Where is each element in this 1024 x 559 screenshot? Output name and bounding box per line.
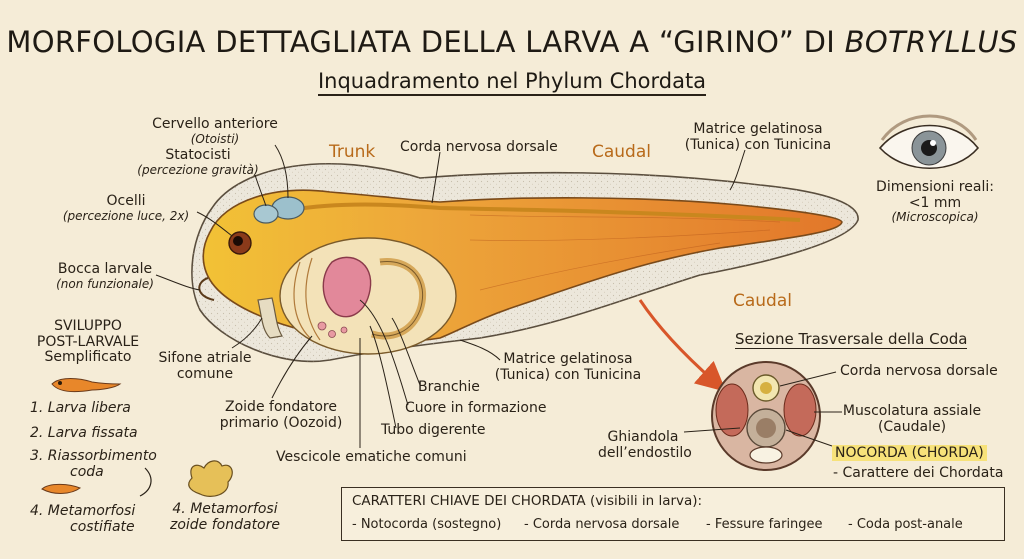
cs-label-muscolatura: Muscolatura assiale (Caudale) (842, 403, 982, 435)
dev-step-4-extra: costifiate (70, 519, 135, 535)
dev-step-1: 1. Larva libera (30, 400, 131, 416)
page-title: MORFOLOGIA DETTAGLIATA DELLA LARVA A “GI… (6, 25, 1018, 59)
cross-section-leaders (683, 371, 842, 447)
label-statocisti: Statocisti (percezione gravità) (137, 147, 259, 177)
cross-section-arrow (638, 299, 727, 392)
section-caudal-bottom: Caudal (733, 291, 792, 311)
key-traits-title: CARATTERI CHIAVE DEI CHORDATA (visibili … (352, 493, 703, 509)
dev-larva-icon (51, 378, 122, 393)
key-trait-4: - Coda post-anale (848, 517, 963, 532)
label-cervello: Cervello anteriore (Otoisti) (152, 116, 278, 146)
key-trait-3: - Fessure faringee (706, 517, 823, 532)
larval-mouth (198, 277, 215, 301)
dorsal-nerve-cord (289, 202, 801, 222)
key-trait-2: - Corda nervosa dorsale (524, 517, 680, 532)
dev-step-4b: 4. Metamorfosi zoide fondatore (169, 501, 280, 533)
dev-step-4: 4. Metamorfosi (30, 503, 136, 519)
gill-arches (293, 257, 321, 341)
label-sifone: Sifone atriale comune (158, 350, 252, 382)
leader-lines (155, 144, 746, 448)
dev-metamorphosis-icon (41, 483, 82, 494)
statocyst-bulb (253, 204, 279, 224)
page-subtitle: Inquadramento nel Phylum Chordata (0, 69, 1024, 96)
atrial-siphon (257, 297, 283, 339)
dev-step-3-extra: coda (70, 464, 104, 480)
cs-label-nocorda: NOCORDA (CHORDA) (832, 445, 987, 462)
label-matrice-top: Matrice gelatinosa (Tunica) con Tunicina (684, 121, 832, 153)
dev-title: SVILUPPO POST-LARVALE Semplificato (36, 318, 140, 366)
dev-zooid-icon (188, 460, 233, 497)
label-ocelli: Ocelli (percezione luce, 2x) (62, 193, 190, 223)
dev-step-3: 3. Riassorbimento (30, 448, 157, 464)
key-trait-1: - Notocorda (sostegno) (352, 517, 502, 532)
label-tubo: Tubo digerente (381, 422, 486, 438)
cs-label-carattere: - Carattere dei Chordata (833, 465, 1004, 481)
label-matrice-bottom: Matrice gelatinosa (Tunica) con Tunicina (494, 351, 642, 383)
tail-striations (469, 214, 781, 291)
dev-step-2: 2. Larva fissata (30, 425, 138, 441)
blood-vesicles (317, 321, 348, 338)
section-caudal-top: Caudal (592, 142, 651, 162)
section-trunk: Trunk (329, 142, 376, 162)
size-reference: Dimensioni reali: <1 mm (Microscopica) (876, 179, 994, 225)
label-vescicole: Vescicole ematiche comuni (276, 449, 467, 465)
label-bocca: Bocca larvale (non funzionale) (56, 261, 154, 291)
cs-label-corda: Corda nervosa dorsale (840, 363, 998, 379)
tail-cross-section (711, 361, 821, 471)
label-zoide: Zoide fondatore primario (Oozoid) (219, 399, 343, 431)
ocellus-pupil (233, 236, 243, 246)
digestive-tube-edge (371, 261, 424, 337)
cross-section-title: Sezione Trasversale della Coda (735, 330, 968, 349)
forming-heart (322, 256, 372, 318)
dev-step-arrow (139, 467, 152, 497)
cs-label-ghiandola: Ghiandola dell’endostilo (598, 429, 692, 461)
key-traits-box: CARATTERI CHIAVE DEI CHORDATA (visibili … (341, 487, 1005, 541)
label-branchie: Branchie (418, 379, 480, 395)
size-reference-eye (878, 114, 980, 170)
label-cuore: Cuore in formazione (405, 400, 547, 416)
label-corda-top: Corda nervosa dorsale (400, 139, 558, 155)
